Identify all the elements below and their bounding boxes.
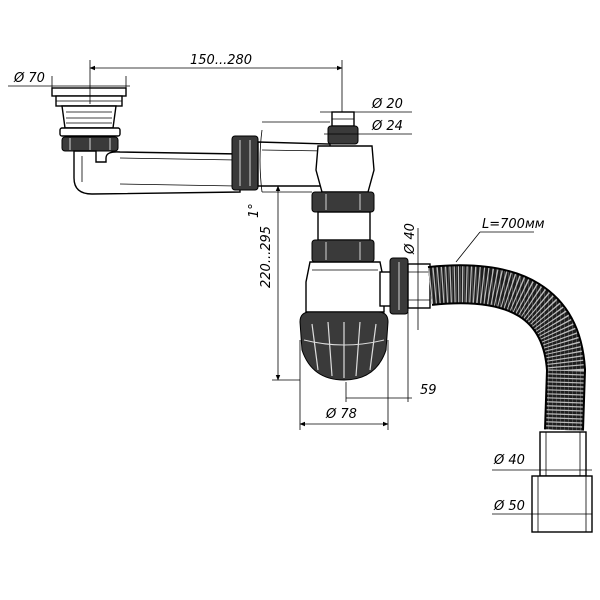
label-d40-end: Ø 40	[493, 453, 525, 468]
label-d50-end: Ø 50	[493, 499, 525, 514]
label-angle: 1°	[247, 203, 262, 218]
sink-strainer	[51, 87, 127, 152]
dimension-lines	[8, 60, 592, 515]
label-length-top: 150...280	[190, 53, 252, 68]
label-d78: Ø 78	[325, 407, 357, 422]
corrugated-hose	[427, 264, 587, 431]
label-height: 220...295	[259, 226, 274, 288]
label-d70: Ø 70	[13, 71, 45, 86]
label-d40-outlet: Ø 40	[403, 223, 418, 255]
label-hose-length: L=700мм	[482, 217, 545, 232]
hose-end-fittings	[531, 431, 593, 533]
drain-pipe	[73, 135, 331, 195]
siphon-body	[299, 145, 389, 381]
outlet-connection	[379, 257, 431, 315]
label-59: 59	[420, 383, 437, 398]
label-d24: Ø 24	[371, 119, 403, 134]
label-d20: Ø 20	[371, 97, 403, 112]
